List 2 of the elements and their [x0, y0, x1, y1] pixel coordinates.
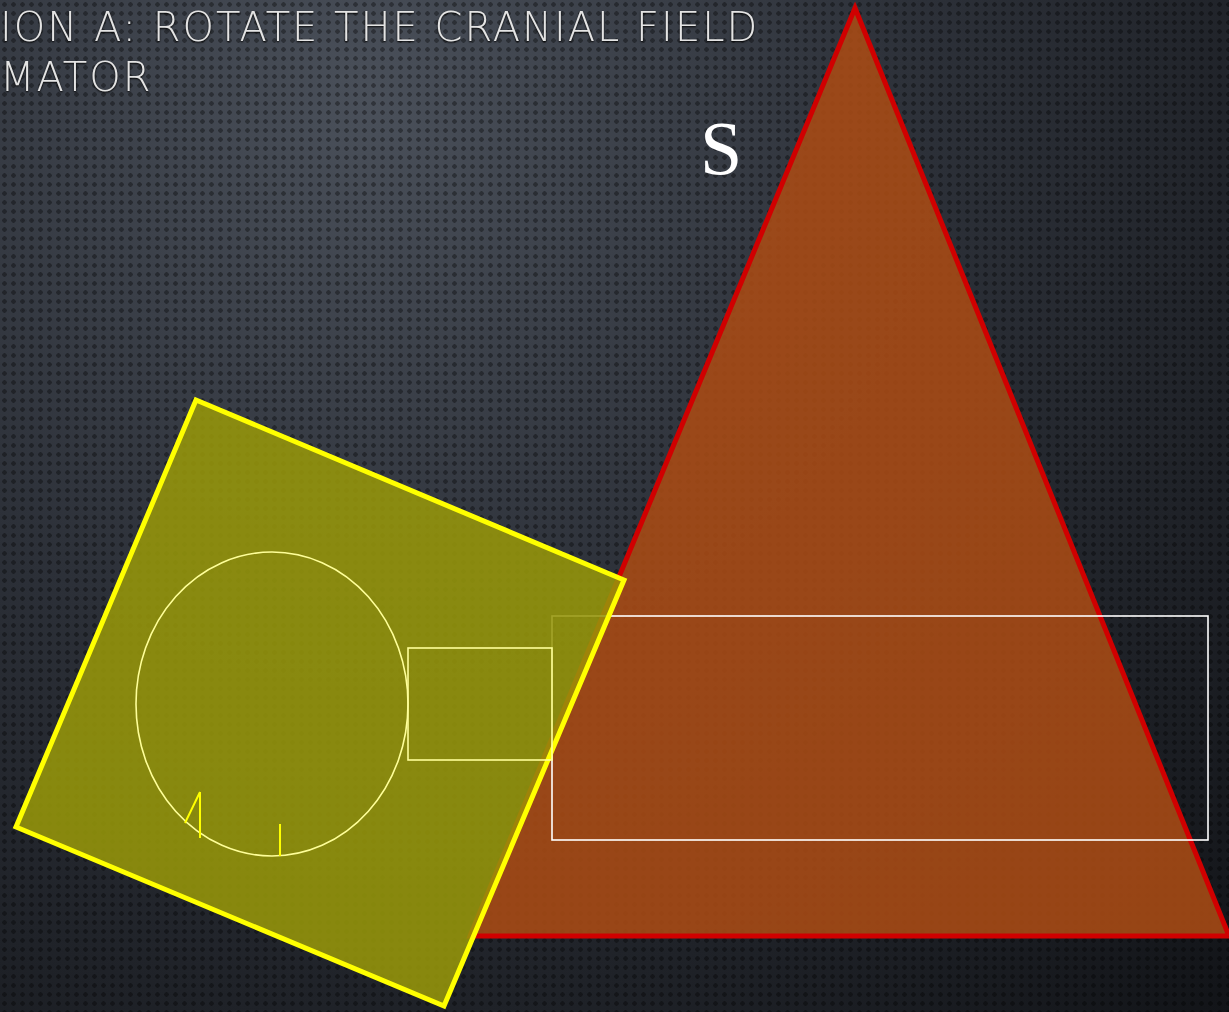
slide-title: ION A: ROTATE THE CRANIAL FIELD MATOR [0, 3, 761, 102]
field-label: S [700, 108, 743, 188]
